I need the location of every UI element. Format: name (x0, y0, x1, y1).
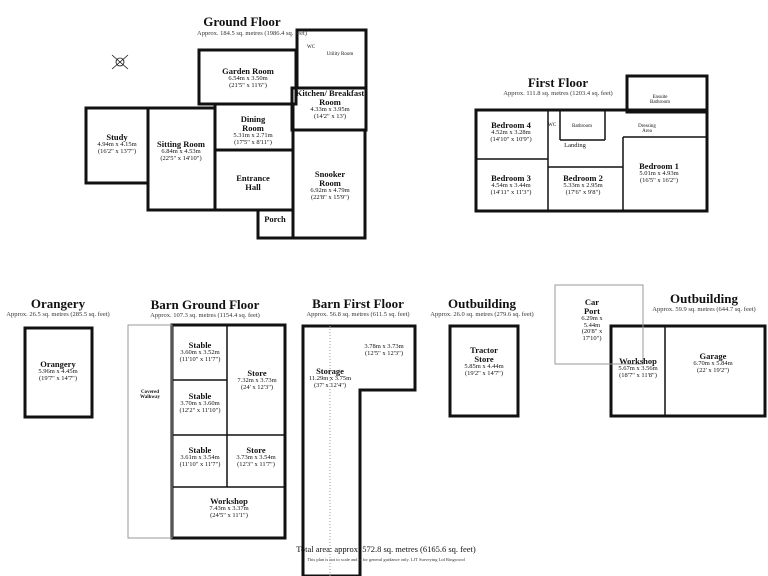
wall-ensuite (625, 74, 709, 114)
room-wc: WC (306, 45, 316, 50)
first-floor-area: Approx. 111.8 sq. metres (1203.4 sq. fee… (503, 90, 613, 97)
barn-first-area: Approx. 56.8 sq. metres (611.5 sq. feet) (306, 311, 410, 318)
covered-walkway-outline (127, 324, 173, 539)
disclaimer: This plan is not to scale and is for gen… (307, 557, 465, 562)
wall-barn-first (301, 324, 417, 576)
ground-floor-title: Ground Floor (203, 14, 281, 29)
orangery-area: Approx. 26.5 sq. metres (285.5 sq. feet) (6, 311, 110, 318)
outbuilding-1-area: Approx. 26.0 sq. metres (279.6 sq. feet) (430, 311, 534, 318)
wall-orangery (23, 326, 94, 419)
wall-utility (295, 28, 368, 90)
room-ensuite: Ensuite Bathroom (650, 95, 670, 106)
wall-porch (256, 208, 295, 240)
room-first-wc: WC (547, 123, 557, 128)
outbuilding-2-area: Approx. 59.9 sq. metres (644.7 sq. feet) (652, 306, 756, 313)
outbuilding-2-title: Outbuilding (670, 291, 738, 306)
barn-first-title: Barn First Floor (312, 296, 404, 311)
wall-tractor-store (448, 324, 520, 418)
room-utility: Utility Room (326, 52, 354, 57)
room-landing: Landing (564, 142, 586, 149)
room-entrance-hall: Entrance Hall (236, 173, 270, 192)
orangery-title: Orangery (30, 296, 86, 311)
room-porch: Porch (264, 214, 286, 224)
wall-first-floor (474, 108, 709, 213)
room-dressing-area: Dressing Area (638, 124, 656, 135)
car-port-outline (554, 284, 644, 365)
room-bathroom: Bathroom (572, 124, 592, 129)
room-barn-upper: 3.78m x 3.73m(12'5" x 12'3") (364, 343, 404, 357)
ground-floor-area: Approx. 184.5 sq. metres (1986.4 sq. fee… (197, 30, 307, 37)
first-floor-title: First Floor (527, 75, 589, 90)
wall-outbuilding-2 (609, 324, 767, 418)
barn-ground-area: Approx. 107.3 sq. metres (1154.4 sq. fee… (150, 312, 260, 319)
barn-ground-title: Barn Ground Floor (150, 297, 260, 312)
total-area: Total area: approx. 572.8 sq. metres (61… (296, 544, 476, 554)
outbuilding-1-title: Outbuilding (448, 296, 516, 311)
wall-snooker-room (291, 128, 367, 240)
compass-icon (111, 54, 129, 70)
room-covered-walkway: Covered Walkway (139, 390, 160, 401)
